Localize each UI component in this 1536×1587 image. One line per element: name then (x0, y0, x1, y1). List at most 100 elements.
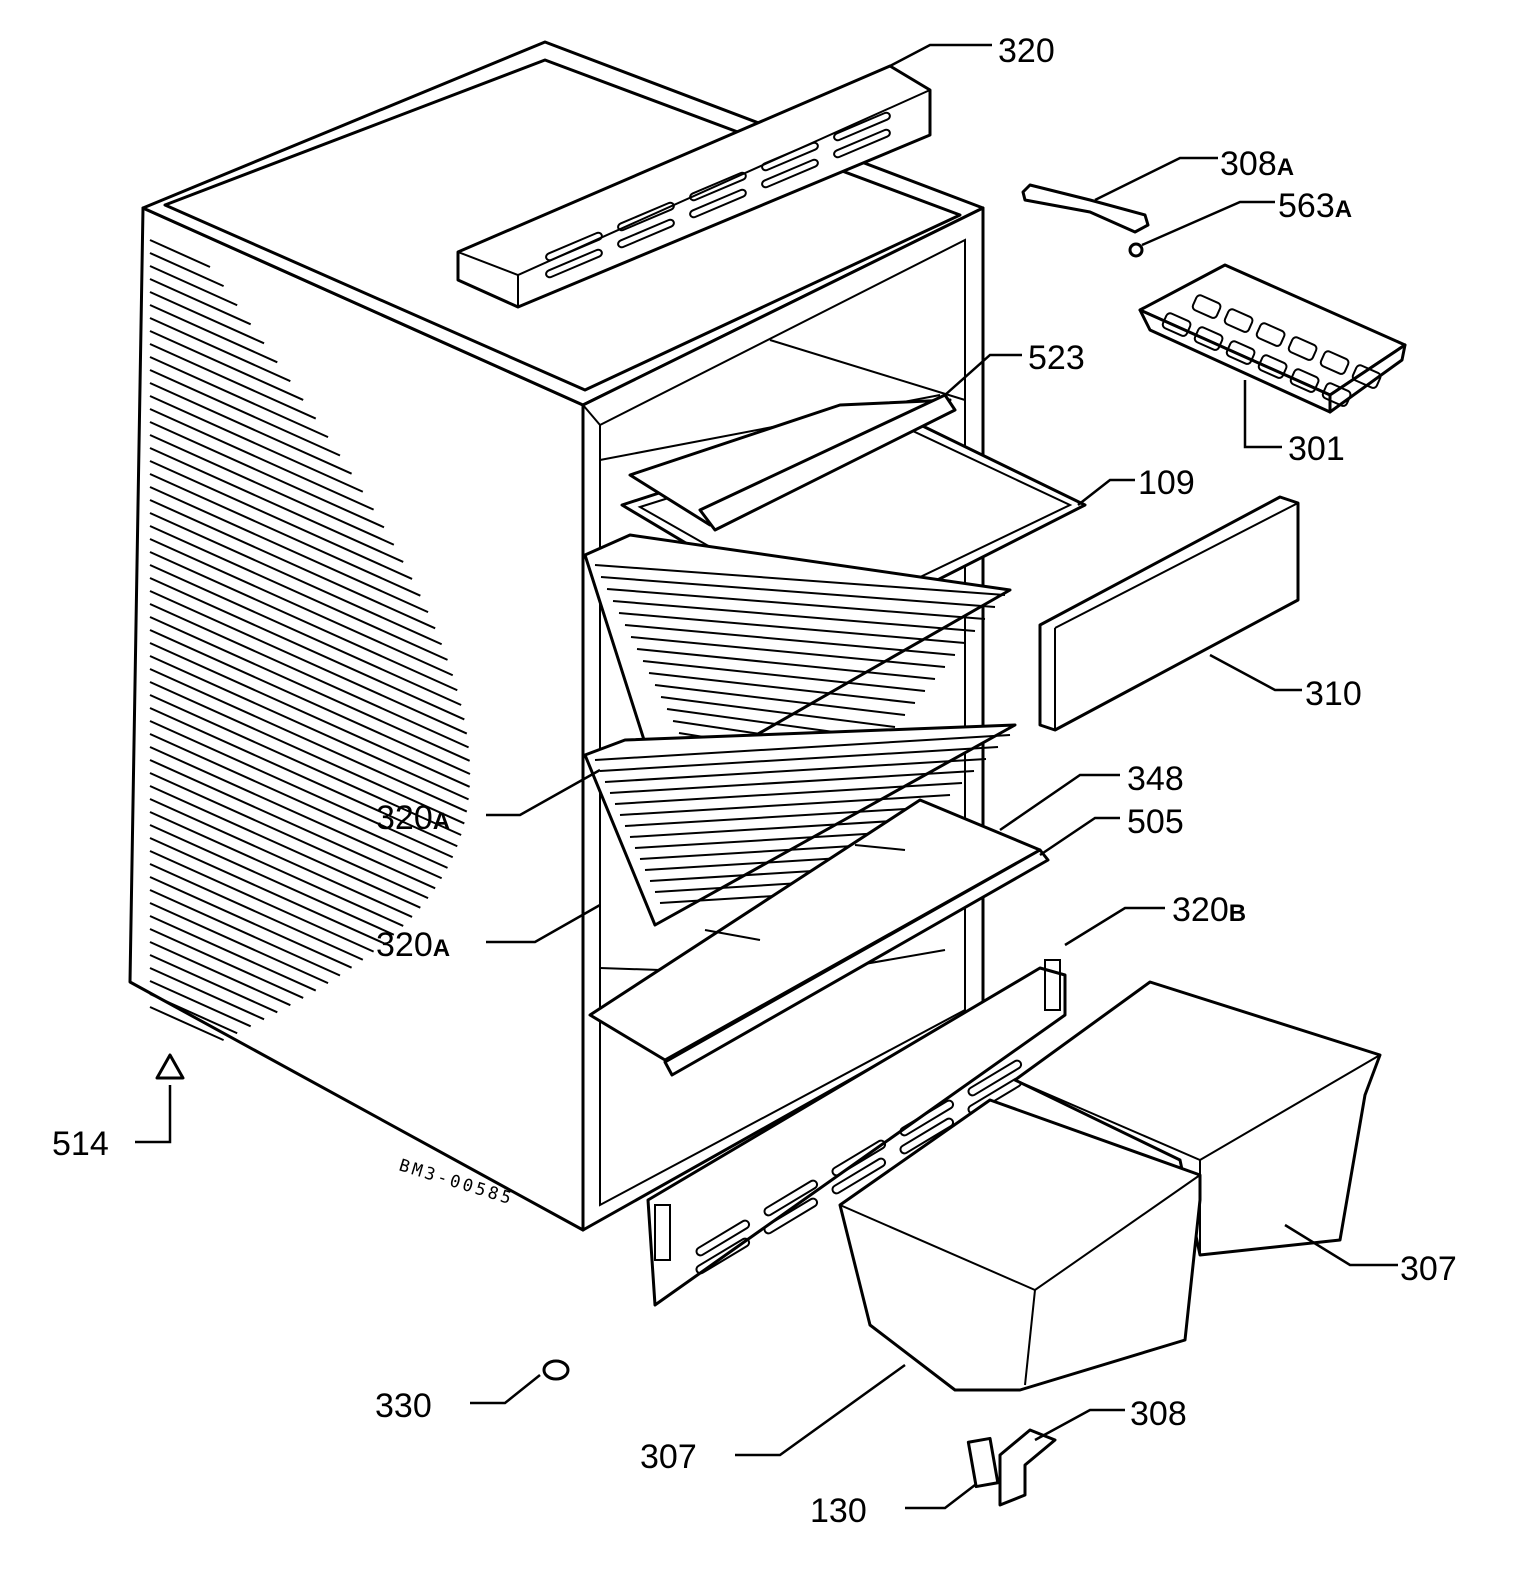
hatch-line (149, 421, 385, 529)
bracket-308A (1021, 183, 1150, 234)
leader-307-left (735, 1363, 906, 1457)
hatch-line (149, 551, 458, 692)
shelf-wire (594, 564, 1006, 596)
shelf-wire (636, 648, 936, 680)
callout-320A-lower: 320A (376, 926, 450, 964)
callout-labels: 320 308A 563A 523 301 109 310 348 505 32… (52, 32, 1457, 1530)
shelf-wire (660, 696, 896, 728)
hatch-line (149, 915, 317, 992)
callout-348: 348 (1127, 760, 1184, 798)
hatch-line (149, 694, 462, 836)
tray-rail-523 (698, 393, 957, 532)
hatch-line (149, 356, 329, 439)
leader-505 (1039, 816, 1120, 857)
vent-slot (689, 188, 747, 219)
hatch-line (149, 486, 429, 614)
hatch-line (149, 720, 454, 859)
vent-slot (617, 218, 675, 249)
leader-109 (1077, 478, 1135, 506)
shelf-wire (619, 794, 951, 816)
vent-slot (899, 1117, 955, 1155)
shelf-wire (654, 684, 906, 716)
hatch-line (149, 278, 252, 326)
hatch-line (149, 837, 385, 945)
bushing-330 (542, 1359, 570, 1381)
leader-514 (135, 1085, 172, 1144)
hatch-line (149, 876, 353, 969)
vent-slot (831, 1157, 887, 1195)
hatch-line (149, 577, 465, 721)
hatch-line (149, 460, 413, 580)
ice-cell (1191, 294, 1222, 319)
shelf-wire (642, 660, 926, 692)
hatch-line (149, 291, 265, 345)
shelf-wire (624, 806, 939, 827)
callout-308A: 308A (1220, 145, 1294, 183)
hatch-line (149, 785, 421, 909)
leader-563A (1141, 200, 1275, 247)
callout-109: 109 (1138, 464, 1195, 502)
shelf-wire (614, 782, 963, 805)
pin-563A (1128, 242, 1144, 258)
hinge-130 (966, 1436, 1000, 1489)
callout-523: 523 (1028, 339, 1085, 377)
hatch-line (149, 941, 291, 1007)
hatch-line (149, 655, 469, 801)
ice-cell (1223, 308, 1254, 333)
callout-301: 301 (1288, 430, 1345, 468)
shelf-trim-505 (663, 848, 1050, 1077)
hatch-line (149, 265, 238, 307)
foot-514 (155, 1053, 185, 1080)
leader-308 (1034, 1408, 1125, 1442)
hatch-line (149, 733, 448, 869)
shelf-wire (606, 588, 986, 620)
hatch-line (149, 512, 443, 646)
hatch-line (149, 590, 468, 735)
hatch-line (149, 824, 395, 936)
shelf-wire (612, 600, 976, 632)
hinge-bracket-308 (998, 1428, 1057, 1507)
hatch-line (149, 629, 471, 775)
kick-plate-320B (646, 959, 1067, 1307)
hatch-line (149, 434, 395, 546)
ice-cell (1225, 340, 1256, 365)
ice-cell (1319, 350, 1350, 375)
vent-slot (545, 231, 603, 262)
hatch-line (149, 863, 364, 961)
ice-cell (1257, 354, 1288, 379)
shelf-wire (624, 624, 956, 656)
hatch-line (149, 928, 304, 999)
hatch-line (149, 798, 413, 918)
hatch-line (149, 759, 436, 890)
shelf-wire (629, 818, 927, 838)
hatch-line (149, 499, 436, 630)
hatch-line (149, 317, 291, 383)
shelf-wire (618, 612, 966, 644)
wire-shelf-upper-320A (583, 533, 1012, 792)
hatch-line (149, 668, 468, 813)
hatch-line (149, 447, 404, 563)
freezer-flap-310 (1038, 495, 1300, 732)
hatch-line (149, 525, 448, 661)
callout-307-right: 307 (1400, 1250, 1457, 1288)
top-grille-320 (456, 64, 932, 309)
hatch-line (149, 473, 421, 597)
hatch-line (149, 343, 317, 420)
leader-307-right (1284, 1223, 1398, 1267)
cabinet-side-shading (149, 239, 471, 1042)
hatch-line (149, 382, 353, 475)
hatch-line (149, 538, 454, 677)
hatch-line (149, 772, 429, 900)
leader-310 (1209, 653, 1302, 692)
hatch-line (149, 681, 465, 825)
hatch-line (149, 642, 471, 788)
hatch-line (149, 954, 278, 1014)
hatch-line (149, 811, 404, 927)
shelf-wire (630, 636, 946, 668)
shelf-wire (604, 758, 987, 783)
callout-320: 320 (998, 32, 1055, 70)
vent-slot (967, 1059, 1023, 1097)
leader-320A-lower (486, 903, 601, 944)
hatch-line (149, 993, 238, 1035)
callout-310: 310 (1305, 675, 1362, 713)
